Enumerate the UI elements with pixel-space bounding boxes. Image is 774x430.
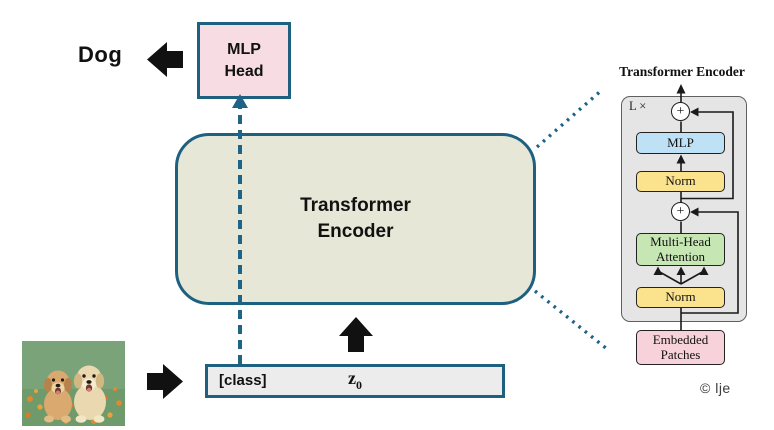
detail-norm-top-box: Norm [636, 171, 725, 192]
encoder-line2: Encoder [317, 221, 394, 242]
zoom-link-top-dotted-line [535, 87, 605, 149]
puppy-right [73, 365, 106, 423]
prediction-label: Dog [78, 42, 123, 67]
zoom-link-bottom-dotted-line [533, 289, 609, 351]
residual-add-bottom: + [671, 202, 690, 221]
attention-line1: Multi-Head [650, 233, 711, 249]
puppies-photo [22, 341, 125, 426]
attention-line2: Attention [655, 248, 706, 264]
detail-mlp-box: MLP [636, 132, 725, 154]
layer-count-label: L × [629, 99, 647, 113]
embedded-line2: Patches [660, 346, 701, 362]
up-block-arrow-icon [339, 317, 373, 352]
puppy-left [44, 370, 72, 423]
detail-title: Transformer Encoder [619, 64, 745, 79]
credit-label: © lje [700, 380, 731, 396]
embedded-patches-box: Embedded Patches [636, 330, 725, 365]
mlp-head-box: MLP Head [197, 22, 291, 99]
embedded-line1: Embedded [652, 331, 709, 347]
encoder-line1: Transformer [300, 195, 411, 217]
detail-norm-bottom-box: Norm [636, 287, 725, 308]
left-block-arrow-icon [147, 42, 183, 77]
z0-label: z0 [348, 368, 362, 392]
transformer-encoder-box: Transformer Encoder [175, 133, 536, 305]
detail-attention-box: Multi-Head Attention [636, 233, 725, 266]
mlp-head-line2: Head [224, 62, 264, 80]
token-sequence-bar: [class] z0 [205, 364, 505, 398]
right-block-arrow-icon [147, 364, 183, 399]
class-token-label: [class] [219, 372, 267, 390]
mlp-head-line1: MLP [227, 40, 261, 58]
residual-add-top: + [671, 102, 690, 121]
